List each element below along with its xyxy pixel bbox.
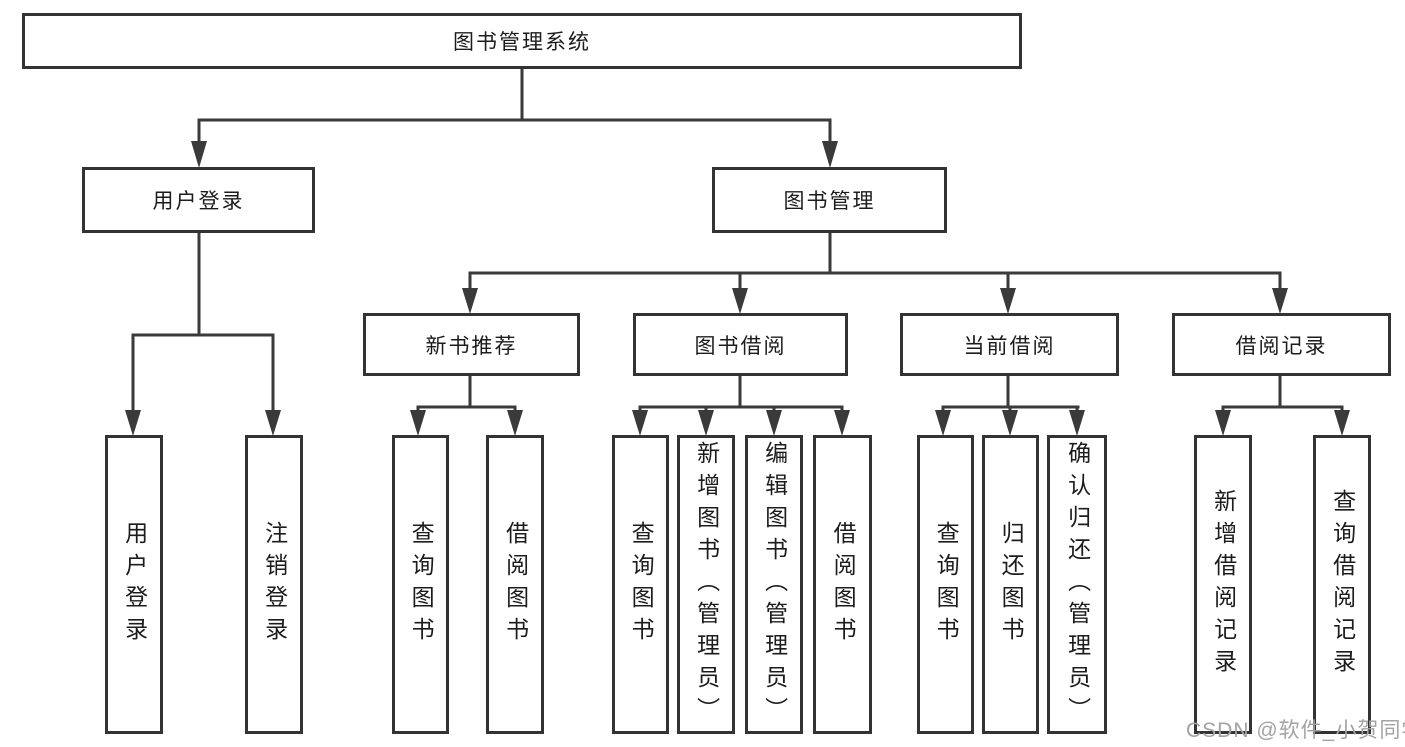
arrowhead-leaf-logout [265,410,281,436]
leaf-label: 注销登录 [261,520,288,649]
node-label: 用户登录 [152,190,245,213]
leaf-current-query-books: 查询图书 [917,435,974,734]
arrowhead-records-query [1334,410,1350,436]
node-current-borrowing: 当前借阅 [900,313,1119,376]
leaf-label: 查询借阅记录 [1329,488,1356,681]
arrowhead-current-return [1002,410,1018,436]
arrowhead-new-book-rec [462,288,478,314]
arrowhead-borrow-add [698,410,714,436]
leaf-label: 借阅图书 [502,520,529,649]
leaf-label: 借阅图书 [830,520,857,649]
arrowhead-user-login [191,141,207,168]
node-label: 图书管理 [783,190,876,213]
arrowhead-book-mgmt [822,141,838,168]
leaf-return-book: 归还图书 [982,435,1039,734]
node-label: 图书借阅 [694,334,787,358]
leaf-add-book-admin: 新增图书（管理员） [677,435,735,734]
node-book-management: 图书管理 [712,167,947,233]
leaf-add-borrow-record: 新增借阅记录 [1194,435,1252,734]
leaf-edit-book-admin: 编辑图书（管理员） [745,435,803,734]
node-borrowing-records: 借阅记录 [1172,313,1391,376]
arrowhead-borrow-edit [766,410,782,436]
leaf-rec-borrow-books: 借阅图书 [486,435,544,734]
leaf-label: 确认归还（管理员） [1064,440,1091,729]
leaf-rec-query-books: 查询图书 [392,435,449,734]
leaf-label: 新增借阅记录 [1210,488,1237,681]
node-label: 新书推荐 [425,334,518,358]
arrowhead-borrow-query [632,410,648,436]
node-label: 图书管理系统 [453,31,591,54]
csdn-watermark: CSDN @软件_小贺同学 [1186,719,1405,742]
leaf-label: 查询图书 [933,520,960,649]
leaf-label: 编辑图书（管理员） [761,440,788,729]
arrowhead-rec-query [410,410,426,436]
leaf-logout: 注销登录 [245,435,303,734]
arrowhead-leaf-login [125,410,141,436]
node-book-borrowing: 图书借阅 [633,313,848,376]
arrowhead-rec-borrow [507,410,523,436]
arrowhead-current-borrow [1000,288,1016,314]
leaf-label: 用户登录 [121,520,148,649]
leaf-label: 归还图书 [998,520,1025,649]
node-system-root: 图书管理系统 [22,13,1022,69]
leaf-borrow-borrow-books: 借阅图书 [813,435,872,734]
arrowhead-records-add [1215,410,1231,436]
leaf-query-borrow-record: 查询借阅记录 [1313,435,1371,734]
leaf-label: 查询图书 [408,520,435,649]
leaf-confirm-return-admin: 确认归还（管理员） [1047,435,1107,734]
leaf-borrow-query-books: 查询图书 [612,435,669,734]
leaf-user-login: 用户登录 [105,435,163,734]
node-user-login: 用户登录 [82,167,315,233]
node-label: 当前借阅 [963,334,1056,358]
arrowhead-book-borrow [732,288,748,314]
leaf-label: 查询图书 [628,520,655,649]
arrowhead-borrow-borrow [834,410,850,436]
arrowhead-current-confirm [1069,410,1085,436]
arrowhead-borrow-records [1272,288,1288,314]
node-label: 借阅记录 [1235,334,1328,358]
arrowhead-current-query [935,410,951,436]
leaf-label: 新增图书（管理员） [693,440,720,729]
node-new-book-recommendation: 新书推荐 [363,313,580,376]
